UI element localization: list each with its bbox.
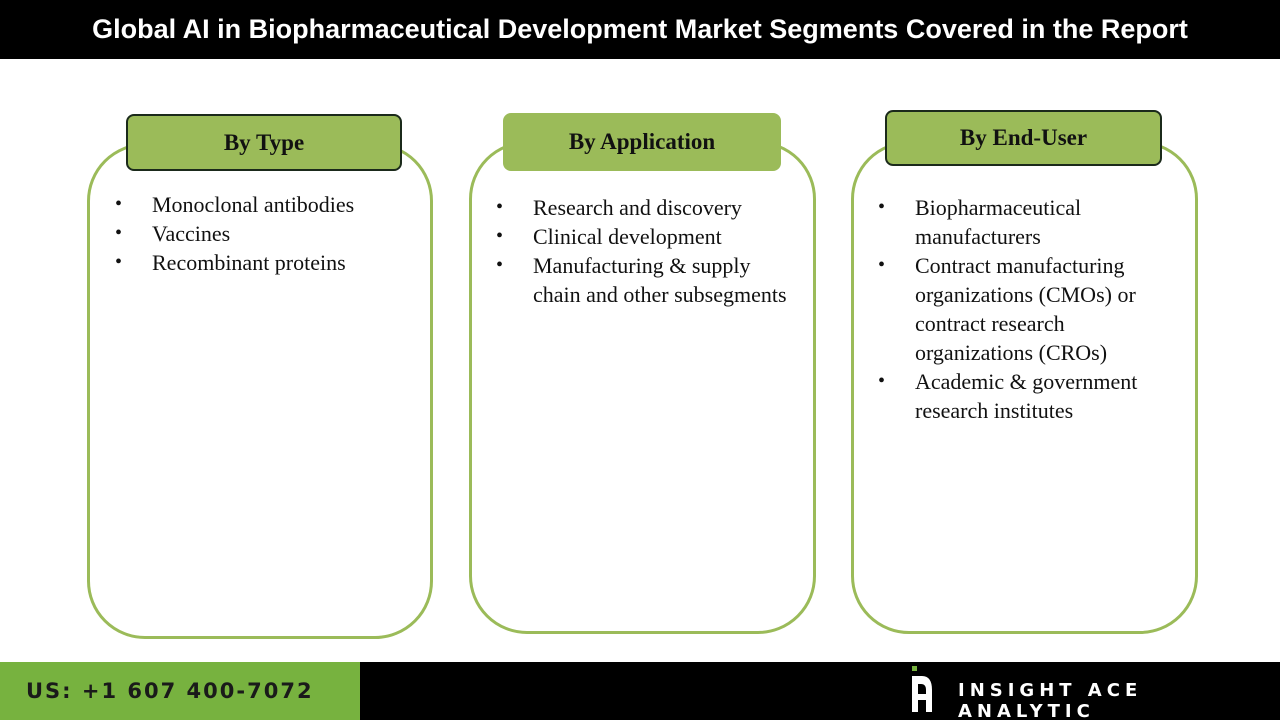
page-title: Global AI in Biopharmaceutical Developme…	[92, 14, 1188, 44]
list-item: Monoclonal antibodies	[115, 190, 415, 219]
segment-heading: By Type	[223, 129, 305, 155]
list-item: Biopharmaceutical manufacturers	[878, 193, 1178, 251]
segment-heading: By Application	[568, 129, 716, 154]
list-item: Recombinant proteins	[115, 248, 415, 277]
title-bar: Global AI in Biopharmaceutical Developme…	[0, 0, 1280, 59]
segment-header-type: By Type	[126, 114, 402, 171]
footer-contact: US: +1 607 400-7072	[0, 662, 360, 720]
segment-list-end-user: Biopharmaceutical manufacturers Contract…	[878, 193, 1178, 425]
list-item: Vaccines	[115, 219, 415, 248]
phone-number: US: +1 607 400-7072	[26, 679, 314, 703]
brand-name: INSIGHT ACE ANALYTIC	[958, 680, 1143, 722]
segment-header-end-user: By End-User	[885, 110, 1162, 166]
segment-list-type: Monoclonal antibodies Vaccines Recombina…	[115, 190, 415, 277]
list-item: Research and discovery	[496, 193, 796, 222]
list-item: Manufacturing & supply chain and other s…	[496, 251, 796, 309]
segment-header-application: By Application	[503, 113, 781, 171]
insight-ace-logo-icon	[912, 666, 932, 712]
list-item: Contract manufacturing organizations (CM…	[878, 251, 1178, 367]
list-item: Clinical development	[496, 222, 796, 251]
segment-list-application: Research and discovery Clinical developm…	[496, 193, 796, 309]
segment-heading: By End-User	[959, 125, 1088, 150]
list-item: Academic & government research institute…	[878, 367, 1178, 425]
footer-brand: INSIGHT ACE ANALYTIC	[360, 662, 1280, 722]
